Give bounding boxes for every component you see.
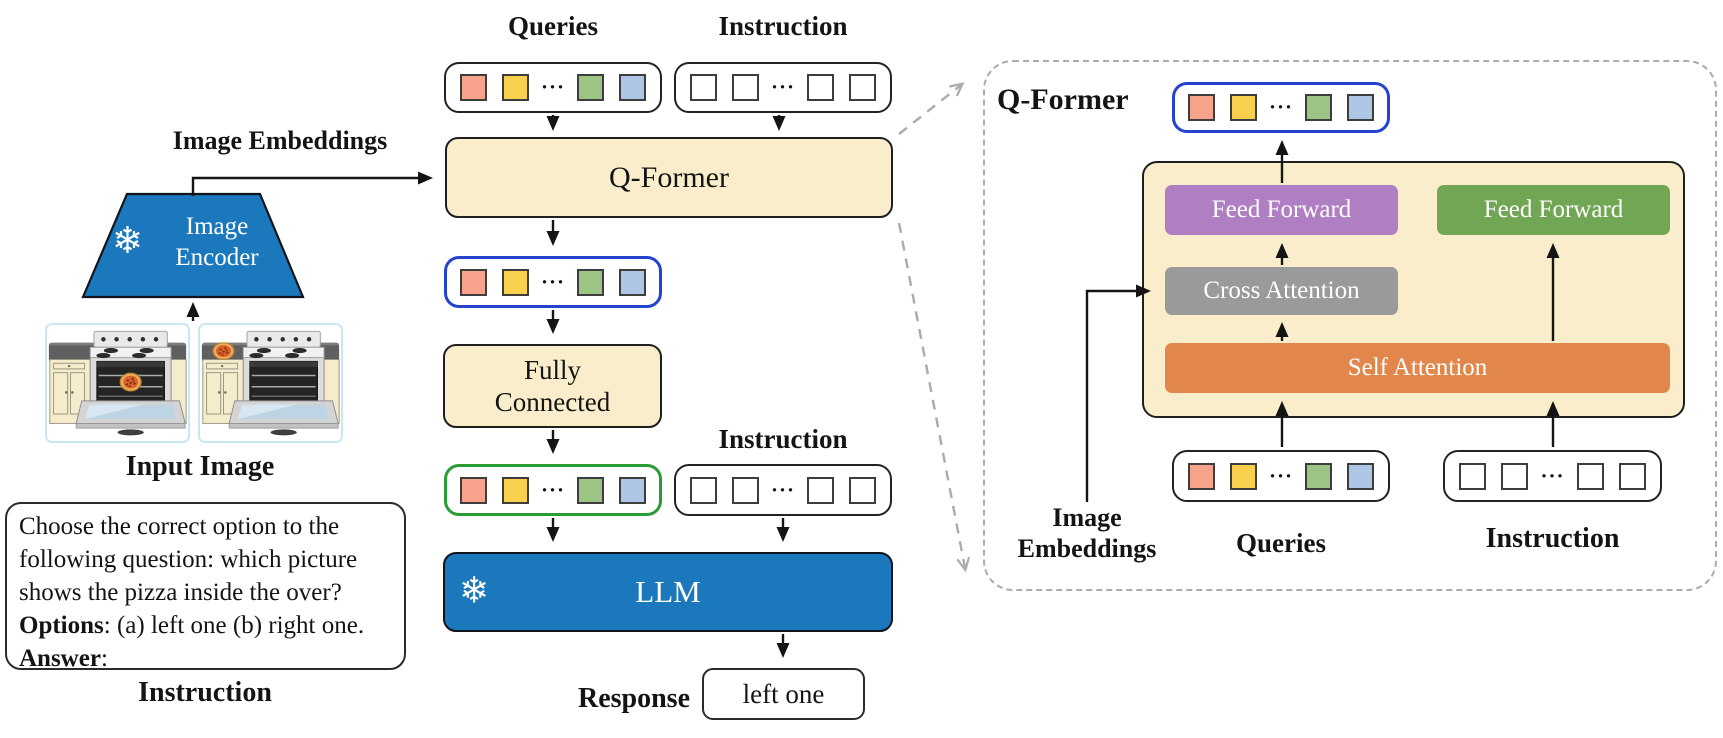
panel-queries-label: Queries (1236, 528, 1326, 558)
token-yellow (501, 268, 529, 296)
feed-forward-left-box: Feed Forward (1165, 185, 1398, 235)
cross-attention-box: Cross Attention (1165, 267, 1398, 315)
input-image-left (45, 323, 190, 443)
prompt-line: Choose the correct option to the (19, 513, 340, 540)
image-encoder-label: Image Encoder (175, 213, 259, 271)
self-attention-label: Self Attention (1347, 354, 1488, 381)
panel-image-embeddings-label: Image Embeddings (1017, 503, 1157, 563)
feed-forward-right-box: Feed Forward (1437, 185, 1670, 235)
qformer-box: Q-Former (445, 137, 893, 218)
token-green (1305, 462, 1332, 490)
token-salmon (459, 476, 487, 504)
token-salmon (459, 74, 487, 101)
instruction-label-mid: Instruction (718, 424, 848, 454)
llm-box: ❄ LLM (443, 552, 893, 632)
token-blue (619, 476, 646, 504)
qformer-detail-panel (983, 60, 1717, 591)
prompt-line-answer: Answer: (19, 642, 404, 675)
answer-bold: Answer (19, 645, 101, 672)
response-box: left one (702, 668, 865, 720)
response-label: Response (577, 683, 690, 714)
prompt-line: shows the pizza inside the over? (19, 579, 342, 606)
token-yellow (1229, 94, 1257, 121)
token-salmon (1187, 462, 1215, 490)
token-blue (619, 268, 646, 296)
options-rest: : (a) left one (b) right one. (103, 612, 365, 639)
oven-with-pizza-on-counter-illustration (200, 326, 341, 440)
qformer-box-label: Q-Former (609, 160, 729, 194)
oven-with-pizza-inside-illustration (47, 326, 188, 440)
cross-attention-label: Cross Attention (1203, 277, 1360, 304)
token-green (577, 268, 604, 296)
snowflake-icon: ❄ (459, 570, 490, 612)
fully-connected-label: Fully Connected (494, 354, 611, 417)
ellipsis-tokens: ··· (770, 477, 795, 502)
llm-label: LLM (635, 574, 701, 609)
blank-token (731, 74, 759, 101)
blank-token (849, 74, 876, 101)
ellipsis-tokens: ··· (540, 75, 565, 99)
blank-token (807, 74, 834, 101)
panel-instruction-label: Instruction (1485, 523, 1620, 554)
image-embeddings-label: Image Embeddings (172, 126, 388, 155)
token-yellow (1229, 462, 1257, 490)
dashed-link-bottom (897, 222, 971, 573)
blank-token (1618, 462, 1646, 490)
self-attention-box: Self Attention (1165, 343, 1670, 393)
ellipsis-tokens: ··· (540, 477, 565, 502)
token-green (577, 476, 604, 504)
ellipsis-tokens: ··· (1268, 463, 1293, 488)
panel-output-token-row: ··· (1172, 82, 1390, 133)
dashed-link-top (898, 82, 965, 135)
instruction-label-bottom: Instruction (138, 677, 272, 708)
queries-token-row: ··· (444, 62, 662, 113)
input-image-label: Input Image (125, 451, 275, 482)
instruction-token-row-mid: ··· (674, 464, 892, 516)
token-blue (619, 74, 646, 101)
token-salmon (459, 268, 487, 296)
token-salmon (1187, 94, 1215, 121)
feed-forward-left-label: Feed Forward (1211, 196, 1352, 223)
options-bold: Options (19, 612, 104, 639)
ellipsis-tokens: ··· (770, 75, 795, 99)
ellipsis-tokens: ··· (1540, 463, 1565, 488)
token-blue (1347, 462, 1374, 490)
panel-instruction-token-row: ··· (1443, 450, 1662, 502)
queries-label-top: Queries (508, 11, 598, 41)
ellipsis-tokens: ··· (1268, 95, 1293, 119)
qformer-panel-title: Q-Former (997, 83, 1129, 116)
arrow-image-embeddings-to-qformer (191, 171, 433, 196)
instruction-prompt-box: Choose the correct option to the followi… (5, 502, 406, 672)
token-green (1305, 94, 1332, 121)
panel-queries-token-row: ··· (1172, 450, 1390, 502)
blank-token (1576, 462, 1604, 490)
prompt-line: following question: which picture (19, 546, 358, 573)
instruction-label-top: Instruction (718, 11, 848, 41)
feed-forward-right-label: Feed Forward (1483, 196, 1624, 223)
instruction-token-row-top: ··· (674, 62, 892, 113)
fully-connected-box: Fully Connected (443, 344, 662, 428)
prompt-line-options: Options: (a) left one (b) right one. (19, 609, 404, 642)
zoom-link-arrows (897, 82, 971, 573)
blank-token (689, 476, 717, 504)
fc-output-token-row: ··· (444, 464, 662, 516)
qformer-output-token-row: ··· (444, 256, 662, 308)
ellipsis-tokens: ··· (540, 269, 565, 294)
blank-token (1459, 462, 1487, 490)
response-value: left one (742, 678, 825, 709)
token-yellow (501, 74, 529, 101)
blank-token (849, 476, 876, 504)
blank-token (731, 476, 759, 504)
snowflake-icon: ❄ (112, 219, 144, 262)
answer-rest: : (100, 645, 108, 672)
blank-token (689, 74, 717, 101)
input-image-right (198, 323, 343, 443)
token-green (577, 74, 604, 101)
token-yellow (501, 476, 529, 504)
blank-token (1501, 462, 1529, 490)
token-blue (1347, 94, 1374, 121)
blank-token (807, 476, 834, 504)
